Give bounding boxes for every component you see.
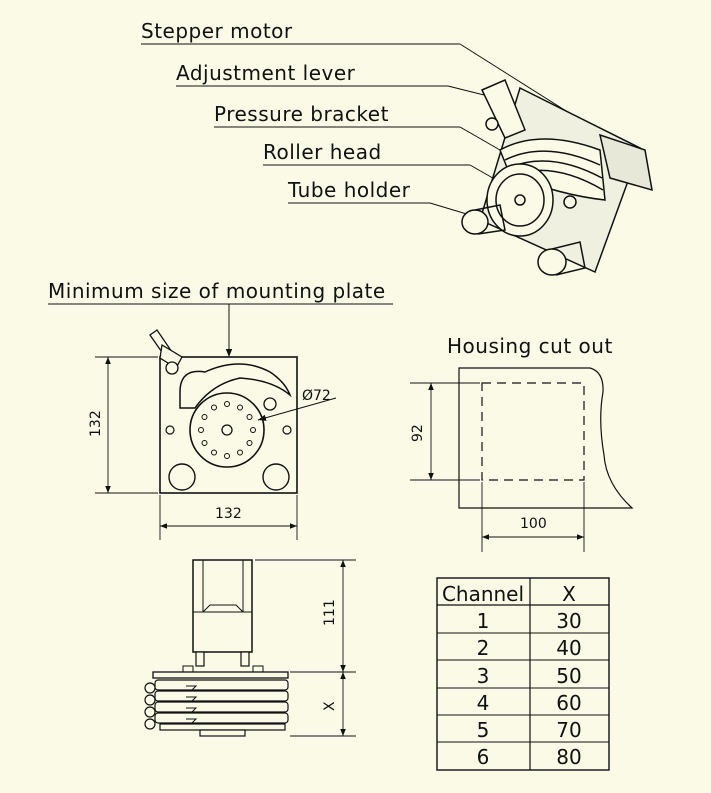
table-cell: 80 — [556, 745, 581, 769]
channel-table: Channel X 1 30 2 40 3 50 4 60 5 70 6 80 — [436, 577, 610, 771]
table-cell: 60 — [556, 691, 581, 715]
label-minimum-plate: Minimum size of mounting plate — [48, 279, 386, 303]
dim-cut-width: 100 — [520, 516, 547, 532]
table-cell: 4 — [477, 691, 490, 715]
dim-diameter: Ø72 — [302, 388, 331, 404]
table-header-channel: Channel — [442, 582, 524, 606]
mounting-plate-view: Minimum size of mounting plate — [48, 279, 393, 540]
table-cell: 40 — [556, 636, 581, 660]
dim-cut-height: 92 — [410, 424, 426, 442]
label-stepper-motor: Stepper motor — [141, 19, 293, 43]
label-housing-cut: Housing cut out — [447, 334, 613, 358]
label-tube-holder: Tube holder — [287, 178, 411, 202]
side-view-dimensions: 111 X — [255, 559, 356, 737]
table-header-x: X — [562, 582, 576, 606]
label-pressure-bracket: Pressure bracket — [214, 102, 389, 126]
housing-cutout-view: Housing cut out 92 100 — [410, 334, 634, 552]
table-cell: 70 — [556, 718, 581, 742]
table-cell: 1 — [477, 609, 490, 633]
table-cell: 2 — [477, 636, 490, 660]
dim-motor-length: 111 — [322, 599, 338, 626]
label-adjustment-lever: Adjustment lever — [176, 61, 356, 85]
table-cell: 50 — [556, 664, 581, 688]
pump-isometric — [461, 79, 653, 276]
dim-plate-height: 132 — [88, 410, 104, 437]
table-cell: 3 — [477, 664, 490, 688]
dim-plate-width: 132 — [215, 506, 242, 522]
side-view — [144, 559, 289, 737]
table-cell: 30 — [556, 609, 581, 633]
label-roller-head: Roller head — [263, 140, 382, 164]
dim-head-length: X — [322, 701, 338, 711]
table-cell: 5 — [477, 718, 490, 742]
table-cell: 6 — [477, 745, 490, 769]
callout-labels: Stepper motor Adjustment lever Pressure … — [141, 19, 621, 216]
